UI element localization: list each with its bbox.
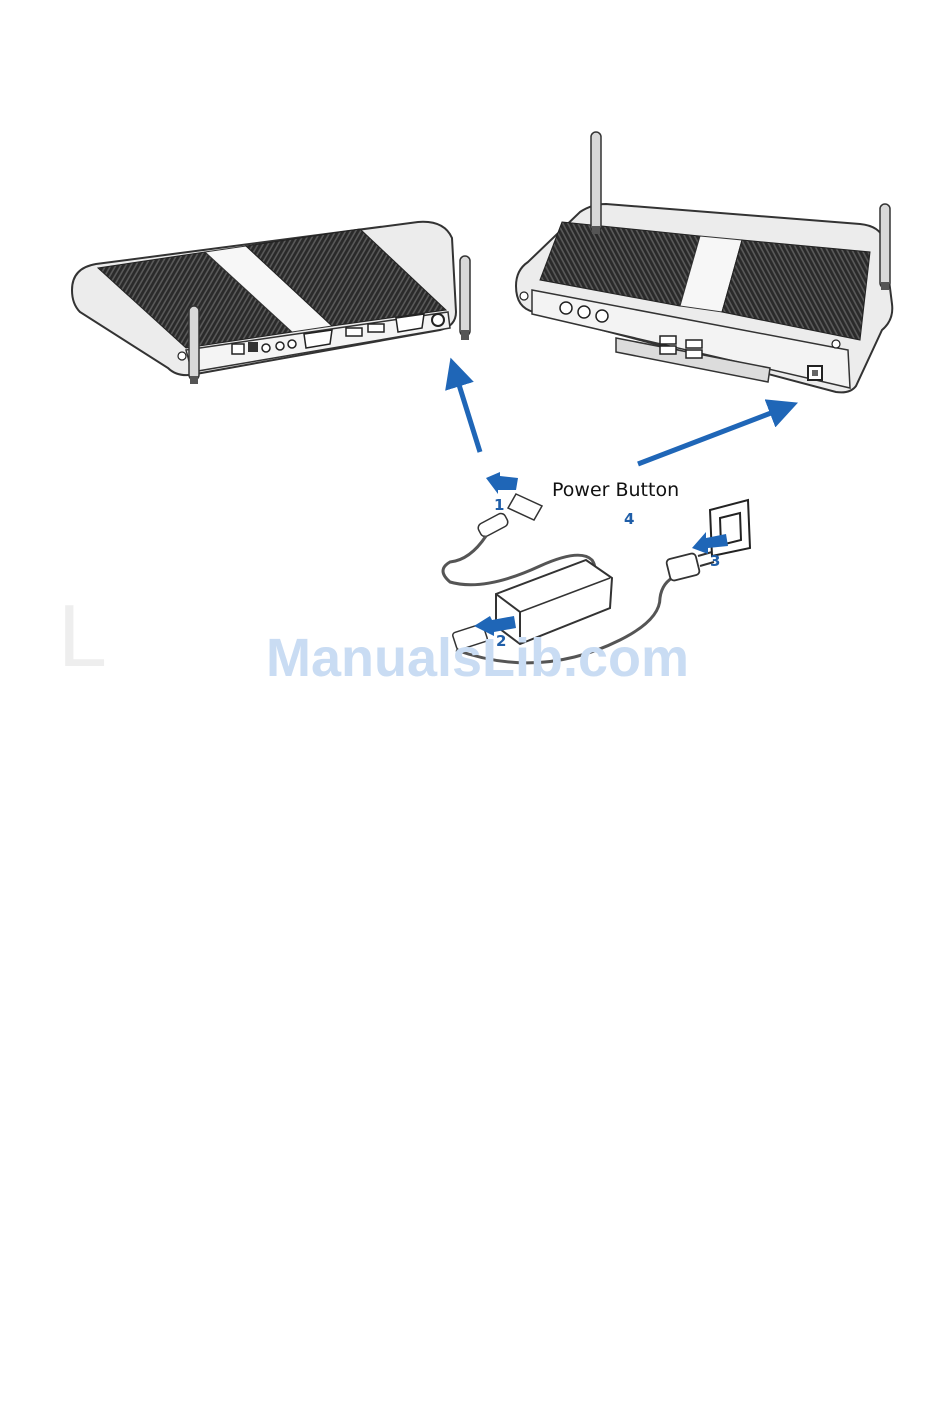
antenna-icon	[591, 132, 601, 234]
margin-letter: L	[58, 586, 107, 685]
dc-plug-icon	[476, 494, 542, 538]
step-1-number: 1	[494, 496, 504, 514]
step-4-number: 4	[624, 510, 634, 528]
arrow-icon	[455, 372, 480, 452]
step-3-number: 3	[710, 552, 720, 570]
arrow-icon	[638, 408, 784, 464]
antenna-icon	[880, 204, 890, 290]
step-1-arrow-icon	[486, 472, 518, 494]
watermark: ManualsLib.com	[266, 628, 689, 688]
device-rear-view-icon	[72, 222, 456, 375]
power-button-icon	[808, 366, 822, 380]
wall-outlet-icon	[710, 500, 750, 556]
antenna-icon	[460, 256, 470, 340]
antenna-icon	[189, 306, 199, 384]
ac-plug-icon	[666, 552, 714, 581]
power-button-callout: Power Button	[552, 479, 679, 501]
connection-diagram: L	[0, 0, 950, 720]
device-front-view-icon	[516, 204, 892, 392]
